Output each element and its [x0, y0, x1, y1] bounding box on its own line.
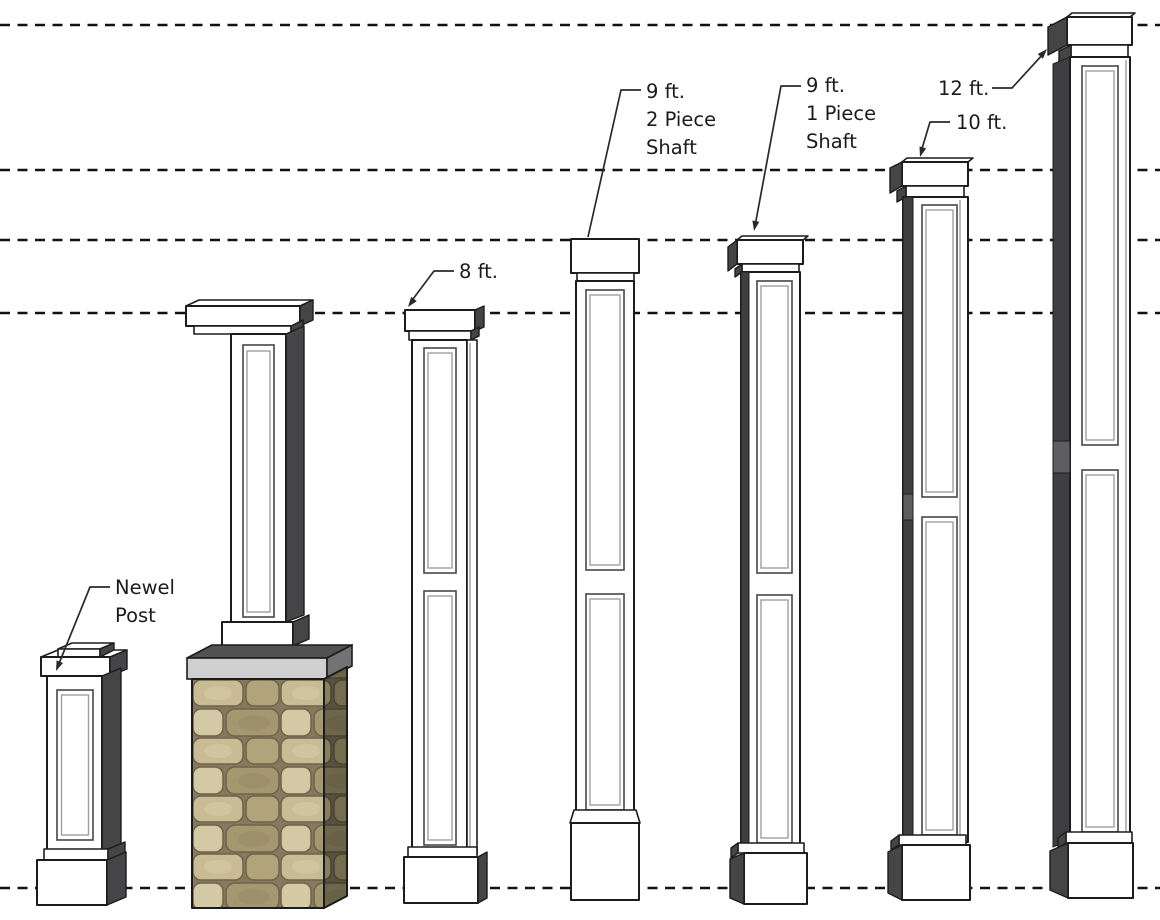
label-9ft-2piece-line3: Shaft [646, 136, 697, 159]
column-9ft-2piece-base [569, 809, 641, 901]
newel-post-leader-arrow [56, 660, 63, 671]
pedestal-column-cap [185, 299, 314, 335]
label-10ft-leader-arrow [919, 146, 927, 157]
label-newel-post: Newel Post [56, 576, 175, 671]
label-9ft-1piece: 9 ft. 1 Piece Shaft [752, 74, 876, 231]
column-9ft-1piece [727, 235, 809, 905]
label-9ft-2piece: 9 ft. 2 Piece Shaft [587, 80, 716, 238]
label-9ft-1piece-line1: 9 ft. [806, 74, 845, 97]
newel-post-label-line2: Post [115, 604, 156, 627]
label-10ft-leader-line [920, 121, 950, 153]
column-10ft-shaft [902, 196, 969, 843]
column-12ft-cap [1047, 12, 1136, 64]
label-9ft-2piece-leader-line [587, 89, 641, 238]
column-8ft-cap [404, 305, 485, 341]
label-9ft-1piece-leader-arrow [752, 220, 760, 231]
column-8ft [403, 305, 488, 904]
stone-pedestal [191, 666, 348, 909]
label-9ft-1piece-line3: Shaft [806, 130, 857, 153]
column-8ft-shaft [411, 339, 478, 858]
label-10ft: 10 ft. [919, 111, 1007, 157]
newel-post [36, 642, 128, 906]
label-9ft-2piece-line1: 9 ft. [646, 80, 685, 103]
label-9ft-2piece-line2: 2 Piece [646, 108, 716, 131]
column-9ft-1piece-base [729, 842, 808, 905]
column-12ft-shaft [1052, 56, 1131, 848]
column-9ft-1piece-cap [727, 235, 809, 278]
column-10ft [887, 157, 974, 901]
column-10ft-base [887, 834, 971, 901]
label-12ft-leader-line [992, 52, 1045, 89]
newel-post-leader-line [57, 586, 110, 667]
label-12ft-text: 12 ft. [938, 77, 989, 100]
label-12ft-leader-arrow [1037, 49, 1047, 59]
column-12ft [1047, 12, 1136, 899]
label-10ft-text: 10 ft. [956, 111, 1007, 134]
column-12ft-base [1049, 831, 1134, 899]
newel-post-base [36, 841, 127, 906]
column-on-stone-pedestal [185, 299, 353, 909]
label-12ft: 12 ft. [938, 49, 1047, 100]
column-8ft-base [403, 846, 488, 904]
column-9ft-2piece [569, 238, 641, 901]
label-8ft: 8 ft. [408, 260, 498, 307]
column-9ft-2piece-shaft [575, 280, 635, 816]
column-10ft-cap [889, 157, 974, 203]
column-9ft-1piece-shaft [740, 271, 801, 851]
label-8ft-leader-arrow [408, 296, 417, 307]
label-9ft-1piece-leader-line [754, 85, 801, 227]
stone-pedestal-cap-slab [186, 643, 353, 681]
label-8ft-text: 8 ft. [459, 260, 498, 283]
label-9ft-1piece-line2: 1 Piece [806, 102, 876, 125]
column-9ft-2piece-cap [570, 238, 640, 282]
newel-post-shaft [46, 667, 122, 853]
label-8ft-leader-line [409, 270, 454, 304]
pedestal-column-shaft [230, 325, 305, 623]
newel-post-label-line1: Newel [115, 576, 175, 599]
